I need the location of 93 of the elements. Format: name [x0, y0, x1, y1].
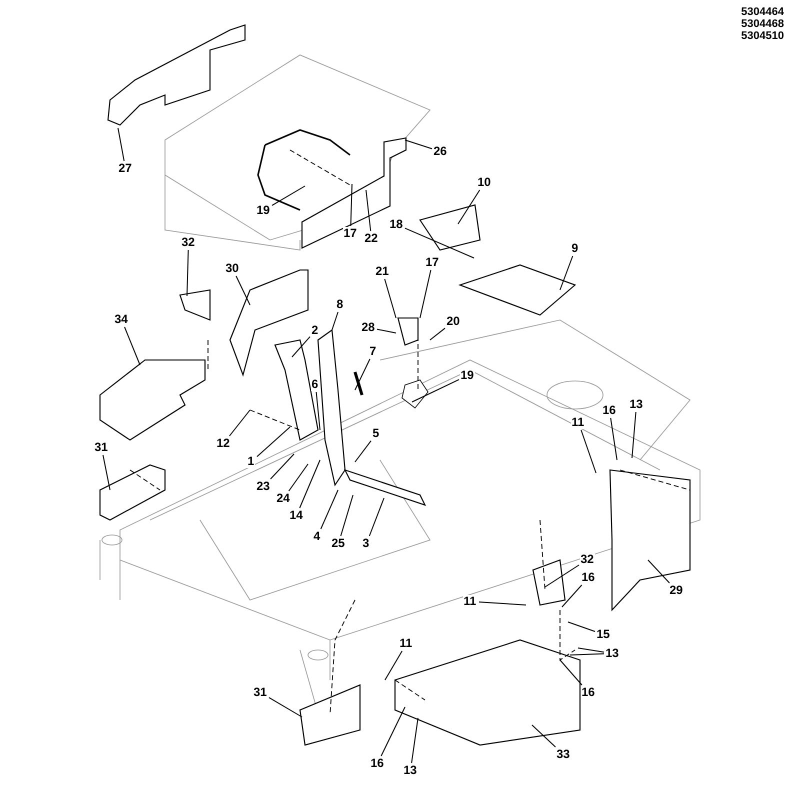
leader-line	[272, 186, 306, 206]
callout-number: 7	[368, 344, 378, 358]
leader-line	[268, 697, 302, 718]
leader-line	[458, 190, 480, 224]
callout-number: 20	[446, 314, 461, 328]
leader-line	[578, 648, 604, 653]
leader-line	[532, 724, 556, 748]
callout-number: 34	[114, 312, 129, 326]
leader-line	[354, 358, 370, 390]
callout-number: 13	[628, 398, 644, 410]
leader-line	[376, 328, 396, 334]
callout-number: 16	[602, 404, 617, 416]
leader-line	[350, 184, 352, 226]
leader-line	[478, 602, 526, 606]
callout-number: 13	[402, 764, 418, 776]
leader-line	[411, 718, 418, 764]
callout-number: 31	[252, 686, 268, 698]
callout-number: 23	[256, 480, 271, 492]
callout-number: 19	[256, 204, 271, 216]
callout-number: 2	[310, 324, 320, 336]
leader-line	[332, 312, 338, 330]
leader-line	[228, 410, 250, 436]
callout-number: 6	[310, 378, 320, 390]
leader-line	[354, 440, 372, 462]
leader-line	[562, 584, 582, 608]
callout-number: 12	[216, 436, 231, 450]
leader-line	[320, 490, 338, 530]
callout-number: 18	[388, 218, 404, 230]
callout-number: 9	[570, 242, 580, 254]
part-number: 5304510	[741, 30, 784, 42]
callout-number: 32	[180, 236, 196, 248]
callout-number: 31	[94, 440, 109, 454]
callout-number: 14	[288, 508, 304, 522]
callout-number: 13	[604, 646, 620, 660]
callout-number: 11	[398, 636, 414, 650]
callout-number: 29	[668, 584, 684, 596]
callout-number: 17	[424, 256, 440, 268]
leader-line	[384, 278, 396, 318]
leader-line	[186, 250, 189, 296]
leader-line	[102, 454, 110, 490]
callout-number: 22	[364, 232, 379, 244]
leader-line	[648, 560, 670, 584]
callout-number: 11	[462, 594, 478, 608]
leader-line	[560, 256, 574, 290]
callout-number: 5	[372, 426, 380, 440]
leader-line	[380, 706, 406, 756]
leader-line	[124, 326, 140, 366]
leader-line	[420, 270, 432, 318]
callout-number: 19	[460, 368, 475, 382]
leader-line	[560, 660, 582, 686]
callout-number: 4	[312, 530, 322, 542]
leader-line	[366, 190, 372, 232]
leader-line	[236, 276, 250, 306]
callout-number: 1	[246, 454, 256, 468]
leader-line	[316, 392, 320, 430]
leader-line	[340, 494, 354, 536]
leader-line	[256, 426, 290, 458]
leader-line	[368, 498, 384, 536]
leader-line	[632, 412, 636, 458]
callout-number: 10	[476, 176, 492, 188]
callout-number: 32	[580, 552, 595, 566]
leader-line	[412, 379, 460, 402]
callout-number: 16	[370, 756, 385, 770]
callout-number: 3	[362, 536, 370, 550]
callout-number: 25	[330, 536, 346, 550]
leader-line	[384, 650, 403, 680]
callout-number: 8	[336, 298, 344, 310]
part-number: 5304468	[741, 18, 784, 30]
callout-number: 17	[342, 226, 358, 240]
leader-line	[404, 140, 432, 150]
leader-line	[299, 460, 320, 508]
callout-number: 24	[276, 492, 291, 504]
callout-number: 26	[432, 144, 448, 158]
leader-line	[430, 328, 446, 340]
callout-number: 28	[360, 320, 376, 334]
callout-number: 33	[556, 748, 571, 760]
leader-line	[270, 454, 294, 480]
callout-number: 16	[580, 686, 596, 698]
leader-line	[288, 464, 308, 492]
callout-number: 21	[374, 264, 390, 278]
leader-line	[404, 228, 474, 258]
callout-number: 15	[596, 628, 611, 640]
part-number: 5304464	[741, 6, 784, 18]
leader-line	[568, 622, 596, 632]
leader-line	[580, 430, 596, 474]
leader-line	[118, 128, 125, 162]
callout-number: 30	[224, 262, 240, 274]
leader-line	[610, 418, 618, 460]
callout-number: 27	[118, 162, 133, 174]
callout-number: 11	[570, 416, 586, 428]
leader-line	[570, 653, 604, 656]
callout-number: 16	[580, 570, 596, 584]
leader-line	[544, 564, 580, 588]
